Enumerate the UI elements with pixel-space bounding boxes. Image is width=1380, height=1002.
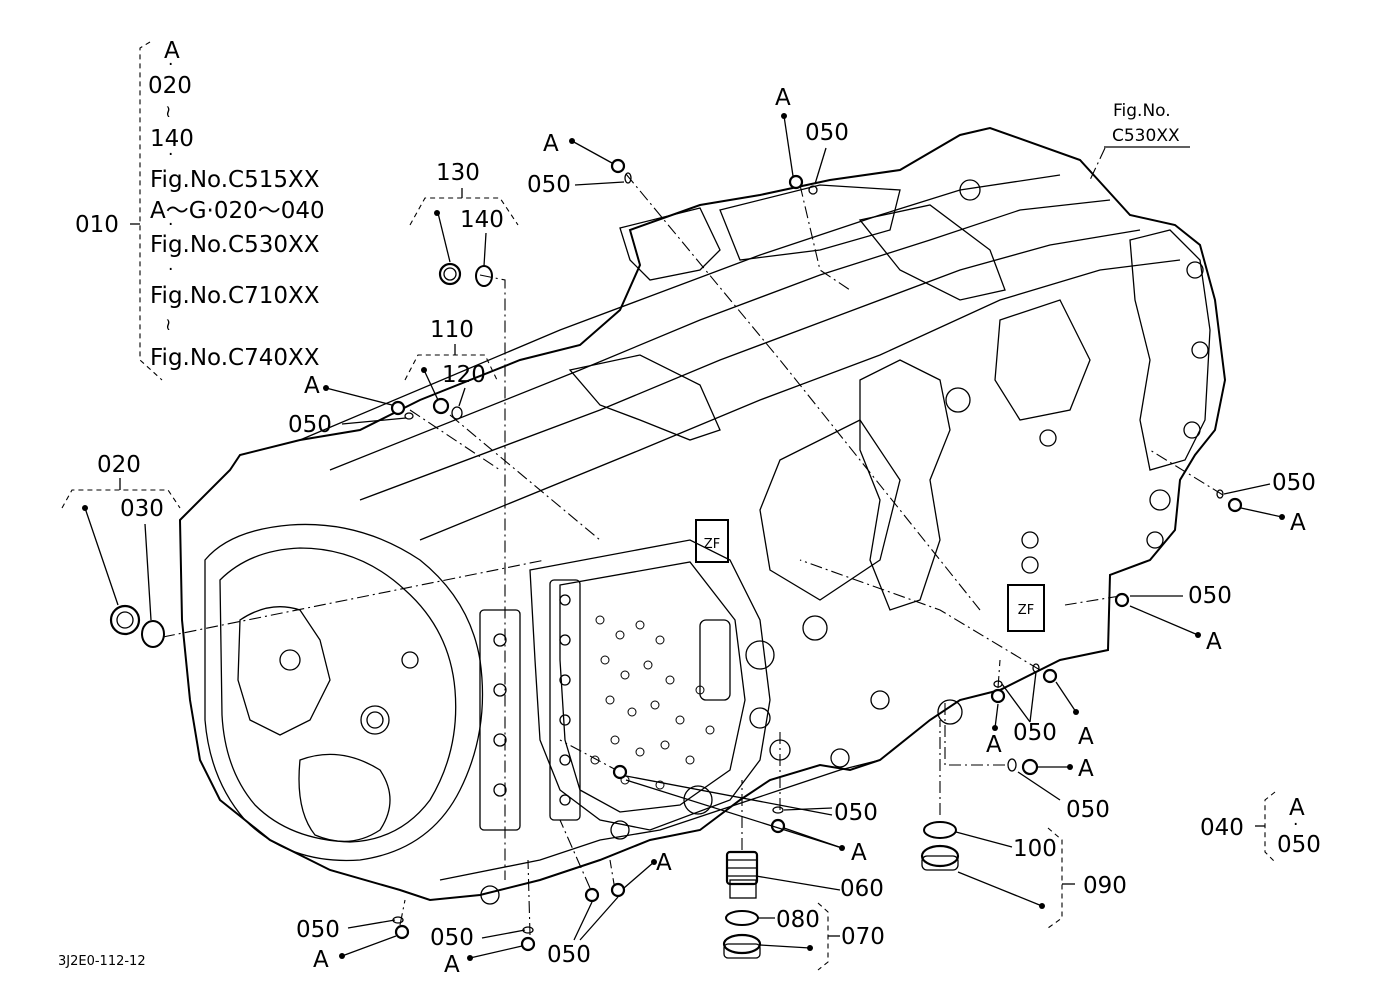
group-020-030: 020 030 xyxy=(61,452,181,648)
label-a-bottomleft: A xyxy=(444,952,460,978)
label-140: 140 xyxy=(460,207,504,233)
label-a-rightmid: A xyxy=(1206,629,1222,655)
group-060-070-080: 060 080 070 xyxy=(722,850,885,971)
zf-logo-text-2: ZF xyxy=(1018,603,1034,618)
label-010-fig-c530: Fig.No.C530XX xyxy=(150,232,320,258)
figure-code: 3J2E0-112-12 xyxy=(58,954,146,969)
label-050-rightlow: 050 xyxy=(1013,720,1057,746)
label-010-line-140: 140 xyxy=(150,126,194,152)
label-010-fig-c710: Fig.No.C710XX xyxy=(150,283,320,309)
label-050-bottomleft: 050 xyxy=(430,925,474,951)
label-050-rightbottom: 050 xyxy=(1066,797,1110,823)
label-010-line-a: A xyxy=(164,38,180,64)
label-110: 110 xyxy=(430,317,474,343)
label-a-topleft: A xyxy=(543,131,559,157)
transmission-housing-drawing: ZF ZF xyxy=(178,126,1227,905)
plate-holes xyxy=(590,615,715,790)
label-040-050: 050 xyxy=(1277,832,1321,858)
label-030: 030 xyxy=(120,496,164,522)
label-010-range: A～G·020～040 xyxy=(150,198,325,224)
label-090: 090 xyxy=(1083,873,1127,899)
label-060: 060 xyxy=(840,876,884,902)
label-a-rightlow-2: A xyxy=(1078,724,1094,750)
label-a-top: A xyxy=(775,85,791,111)
label-100: 100 xyxy=(1013,836,1057,862)
label-a-rightbottom: A xyxy=(1078,756,1094,782)
label-a-rightupper: A xyxy=(1290,510,1306,536)
label-010-tilde-2: ≀ xyxy=(165,315,171,335)
label-120: 120 xyxy=(442,362,486,388)
group-130-140: 130 140 xyxy=(409,160,519,287)
label-010-dot-2: · xyxy=(168,145,173,165)
label-130: 130 xyxy=(436,160,480,186)
label-010-dot-3: · xyxy=(168,215,173,235)
label-070: 070 xyxy=(841,924,885,950)
label-050-rightupper: 050 xyxy=(1272,470,1316,496)
label-010-line-020: 020 xyxy=(148,73,192,99)
label-010-dot-1: · xyxy=(168,55,173,75)
label-a-leftupper: A xyxy=(304,373,320,399)
label-010-dot-4: · xyxy=(168,260,173,280)
assembly-lines xyxy=(162,147,1224,936)
label-a-rightlow-1: A xyxy=(986,732,1002,758)
label-080: 080 xyxy=(776,907,820,933)
group-110-120: 110 120 xyxy=(404,317,498,420)
label-010-tilde-1: ≀ xyxy=(165,102,171,122)
label-a-centerbottom: A xyxy=(851,840,867,866)
fig-ref-line-1: Fig.No. xyxy=(1113,101,1171,121)
group-090-100: 100 090 xyxy=(920,821,1127,929)
zf-logo-text: ZF xyxy=(704,537,720,552)
label-010-fig-c740: Fig.No.C740XX xyxy=(150,345,320,371)
label-010-fig-c515: Fig.No.C515XX xyxy=(150,167,320,193)
label-040-a: A xyxy=(1289,795,1305,821)
label-050-farbottomleft: 050 xyxy=(296,917,340,943)
label-050-top: 050 xyxy=(805,120,849,146)
label-020: 020 xyxy=(97,452,141,478)
group-040: 040 A · 050 xyxy=(1200,791,1321,863)
callouts-a-050: A 050 A 050 A 050 050 A 050 xyxy=(288,85,1316,978)
label-040: 040 xyxy=(1200,815,1244,841)
label-040-dot: · xyxy=(1293,815,1298,835)
bracket-010-group: 010 A · 020 ≀ 140 · Fig.No.C515XX A～G·02… xyxy=(75,38,325,381)
label-050-topleft: 050 xyxy=(527,172,571,198)
label-050-bottomcenter: 050 xyxy=(547,942,591,968)
label-050-centerbottom: 050 xyxy=(834,800,878,826)
label-a-farbottomleft: A xyxy=(313,947,329,973)
label-010: 010 xyxy=(75,212,119,238)
label-a-bottomcenter: A xyxy=(656,850,672,876)
label-050-leftupper: 050 xyxy=(288,412,332,438)
fig-ref-line-2: C530XX xyxy=(1112,126,1180,146)
label-050-rightmid: 050 xyxy=(1188,583,1232,609)
fig-ref-c530: Fig.No. C530XX xyxy=(1104,101,1190,148)
